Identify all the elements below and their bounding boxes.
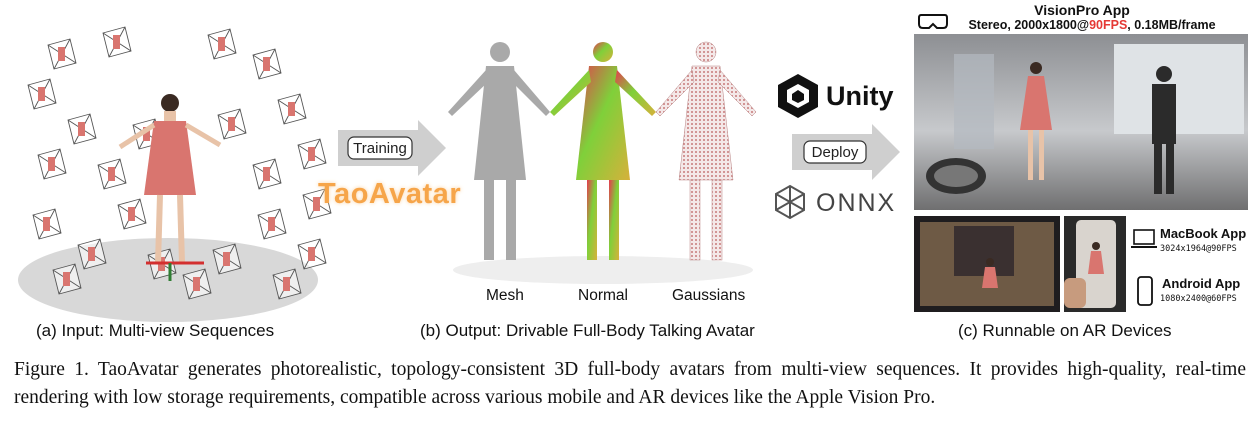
visionpro-fps: 90FPS — [1089, 18, 1128, 32]
camera-frustum-icon — [32, 208, 62, 240]
camera-frustum-icon — [302, 188, 332, 220]
figure-caption: Figure 1. TaoAvatar generates photoreali… — [14, 359, 1246, 408]
camera-frustum-icon — [257, 208, 287, 240]
camera-frustum-icon — [37, 148, 67, 180]
android-app-name: Android App — [1162, 276, 1241, 291]
onnx-icon — [775, 184, 805, 220]
camera-frustum-icon — [27, 78, 57, 110]
camera-frustum-icon — [207, 28, 237, 60]
unity-logo: Unity — [778, 74, 894, 118]
deploy-label: Deploy — [812, 144, 859, 161]
mesh-avatar — [448, 42, 550, 260]
caption-panel-a: (a) Input: Multi-view Sequences — [36, 321, 275, 340]
macbook-app-spec: 3024x1964@90FPS — [1160, 244, 1237, 254]
camera-frustum-icon — [97, 158, 127, 190]
unity-cube-icon — [778, 74, 818, 118]
caption-panel-c: (c) Runnable on AR Devices — [958, 321, 1172, 340]
camera-frustum-icon — [272, 268, 302, 300]
camera-frustum-icon — [252, 48, 282, 80]
macbook-screenshot — [914, 216, 1060, 312]
camera-frustum-icon — [212, 243, 242, 275]
camera-frustum-icon — [77, 238, 107, 270]
visionpro-title: VisionPro App — [1034, 2, 1130, 18]
onnx-logo: ONNX — [775, 184, 896, 220]
visionpro-screenshot — [914, 34, 1248, 210]
gaussians-label: Gaussians — [672, 287, 746, 304]
smartphone-icon — [1137, 276, 1153, 306]
onnx-wordmark: ONNX — [816, 189, 896, 217]
gaussians-avatar — [655, 41, 757, 261]
camera-frustum-icon — [182, 268, 212, 300]
visionpro-headset-image — [926, 158, 986, 194]
android-screenshot — [1064, 216, 1126, 312]
ar-user — [1152, 66, 1176, 194]
laptop-icon — [1131, 229, 1157, 248]
mesh-label: Mesh — [486, 287, 524, 304]
visionpro-spec-suffix: , 0.18MB/frame — [1127, 18, 1216, 32]
camera-frustums — [27, 26, 332, 300]
multiview-capture-figure — [18, 26, 332, 322]
unity-wordmark: Unity — [826, 81, 894, 111]
headset-icon — [918, 14, 948, 29]
camera-frustum-icon — [297, 238, 327, 270]
camera-frustum-icon — [217, 108, 247, 140]
subject-figure — [118, 94, 222, 281]
taoavatar-logo: TaoAvatar — [318, 178, 462, 210]
camera-frustum-icon — [297, 138, 327, 170]
camera-frustum-icon — [252, 158, 282, 190]
normal-label: Normal — [578, 287, 628, 304]
macbook-app-name: MacBook App — [1160, 226, 1247, 241]
deploy-arrow: Deploy — [792, 124, 900, 180]
caption-panel-b: (b) Output: Drivable Full-Body Talking A… — [420, 321, 755, 340]
camera-frustum-icon — [47, 38, 77, 70]
camera-frustum-icon — [102, 26, 132, 58]
camera-frustum-icon — [277, 93, 307, 125]
visionpro-spec: Stereo, 2000x1800@90FPS, 0.18MB/frame — [962, 18, 1222, 32]
camera-frustum-icon — [67, 113, 97, 145]
camera-frustum-icon — [117, 198, 147, 230]
training-arrow: Training — [338, 120, 446, 176]
ar-avatar — [1020, 62, 1052, 180]
camera-frustum-icon — [52, 263, 82, 295]
training-label: Training — [353, 140, 407, 157]
avatar-renders — [448, 41, 757, 284]
normal-avatar — [550, 42, 656, 260]
visionpro-spec-prefix: Stereo, 2000x1800@ — [968, 18, 1090, 32]
android-app-spec: 1080x2400@60FPS — [1160, 294, 1237, 304]
